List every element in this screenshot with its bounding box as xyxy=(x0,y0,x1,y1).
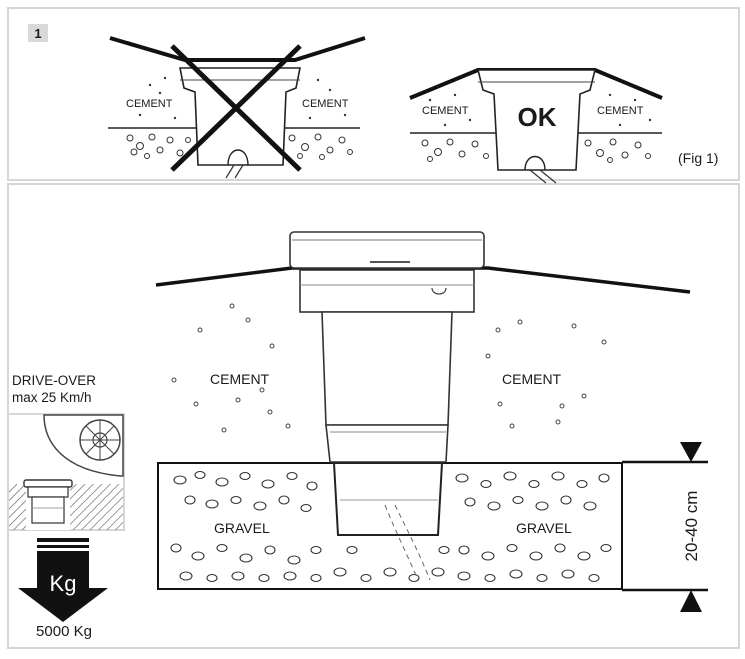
depth-label: 20-40 cm xyxy=(682,491,701,562)
drive-over-illustration xyxy=(9,414,124,530)
cement-label-main-left: CEMENT xyxy=(210,371,270,387)
cement-dots-top-right xyxy=(428,93,652,127)
gravel-label-main-left: GRAVEL xyxy=(214,520,270,536)
weight-unit-label: Kg xyxy=(50,571,77,596)
ok-label: OK xyxy=(518,102,557,132)
weight-arrow-icon: Kg xyxy=(18,538,108,622)
cement-label-tr-right: CEMENT xyxy=(597,105,644,117)
cement-label-tl-right: CEMENT xyxy=(302,98,349,110)
wrong-installation: CEMENT CEMENT xyxy=(108,36,366,179)
gravel-stones-main xyxy=(170,470,612,583)
drive-over-title: DRIVE-OVER xyxy=(12,373,97,388)
cement-dots-top-left xyxy=(138,76,347,120)
cement-label-tl-left: CEMENT xyxy=(126,98,173,110)
main-cross-section: CEMENT CEMENT GRAVEL GRAVEL xyxy=(155,231,691,590)
cement-label-main-right: CEMENT xyxy=(502,371,562,387)
svg-text:1: 1 xyxy=(34,26,41,41)
figure-caption: (Fig 1) xyxy=(678,150,718,166)
gravel-label-main-right: GRAVEL xyxy=(516,520,572,536)
cement-dots-main xyxy=(171,303,607,433)
gravel-stones-top-right xyxy=(421,138,651,163)
step-badge: 1 xyxy=(28,24,48,42)
cement-label-tr-left: CEMENT xyxy=(422,105,469,117)
drive-over-text: DRIVE-OVER max 25 Km/h xyxy=(12,372,124,406)
depth-dimension: 20-40 cm xyxy=(622,442,708,612)
top-panel xyxy=(7,7,740,181)
drive-over-speed: max 25 Km/h xyxy=(12,390,92,405)
correct-installation: OK CEMENT CEMENT xyxy=(409,68,663,184)
gravel-stones-top-left xyxy=(126,133,353,160)
weight-value: 5000 Kg xyxy=(36,623,92,640)
